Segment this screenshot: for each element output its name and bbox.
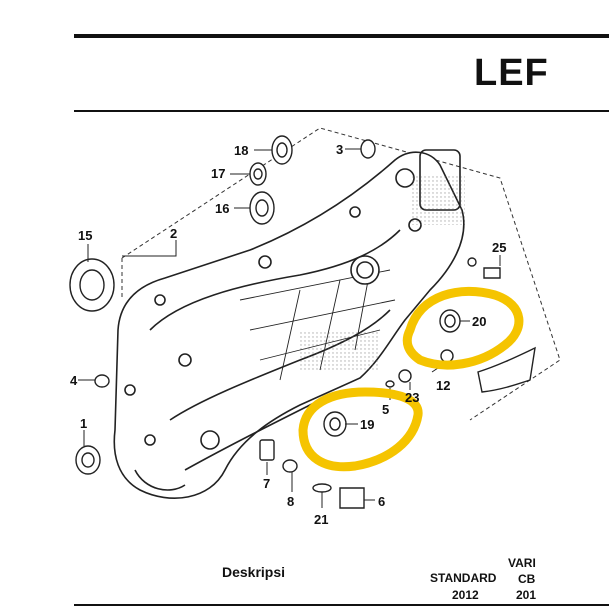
bearings-and-parts (69, 135, 536, 509)
variant-column-year: 201 (516, 588, 537, 602)
standard-column-label: STANDARD (430, 571, 497, 585)
callout-4: 4 (70, 373, 78, 388)
callout-2: 2 (170, 226, 178, 241)
callout-5: 23 (405, 390, 420, 405)
callout-21: 21 (314, 512, 329, 527)
callout-12: 12 (436, 378, 451, 393)
callout-6: 6 (378, 494, 386, 509)
left-crankcase (113, 149, 465, 499)
callout-23: 5 (382, 402, 390, 417)
callout-16: 16 (215, 201, 230, 216)
callout-17: 17 (211, 166, 226, 181)
callout-15: 15 (78, 228, 93, 243)
callout-19: 19 (360, 417, 375, 432)
callout-8: 8 (287, 494, 295, 509)
variant-column-sub: CB (518, 572, 536, 586)
top-rule (74, 34, 609, 38)
highlight-part-19 (298, 387, 423, 472)
variant-column-label: VARI (508, 556, 536, 570)
description-label: Deskripsi (222, 564, 286, 580)
callout-20: 20 (472, 314, 487, 329)
page-title: LEF (474, 52, 549, 94)
callout-18: 18 (234, 143, 249, 158)
callout-25: 25 (492, 240, 507, 255)
highlight-part-20 (402, 286, 524, 370)
bottom-rule (74, 604, 609, 606)
highlight-marks (298, 286, 524, 472)
callout-7: 7 (263, 476, 271, 491)
header-rule (74, 110, 609, 112)
gasket-stipple (300, 175, 465, 370)
callout-1: 1 (80, 416, 88, 431)
callout-3: 3 (336, 142, 344, 157)
standard-column-year: 2012 (452, 588, 479, 602)
leader-lines (78, 148, 501, 508)
